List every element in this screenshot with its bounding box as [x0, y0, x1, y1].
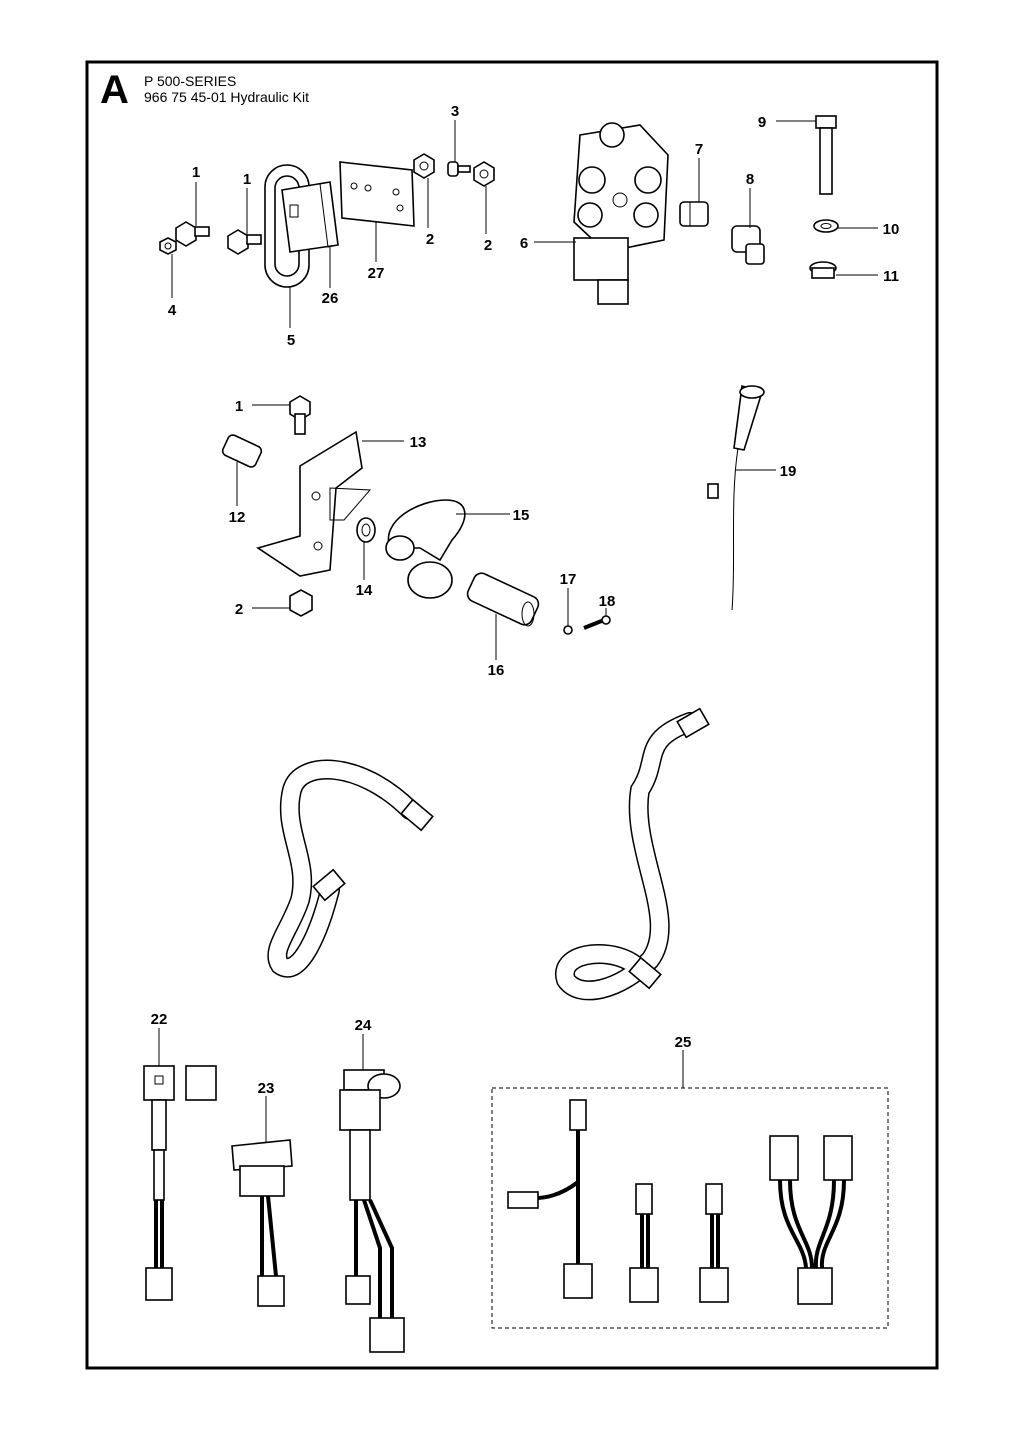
label-25: 25	[675, 1034, 692, 1051]
part-9-bolt[interactable]	[815, 115, 837, 195]
label-16: 16	[488, 662, 505, 679]
part-7-nipple[interactable]	[679, 201, 709, 227]
label-15: 15	[513, 507, 530, 524]
label-24: 24	[355, 1017, 372, 1034]
part-8-elbow[interactable]	[731, 225, 765, 265]
label-18: 18	[599, 593, 616, 610]
label-22: 22	[151, 1011, 168, 1028]
part-22-cable[interactable]	[143, 1065, 217, 1301]
part-12-nipple[interactable]	[221, 433, 263, 468]
part-26-bracket[interactable]	[281, 181, 339, 253]
part-25-cable-harness[interactable]	[491, 1087, 889, 1329]
part-number-labels: 1 1 4 5 26 27 2 3 2 6 7 8 9 10 11 1 13 1…	[151, 103, 900, 1097]
label-19: 19	[780, 463, 797, 480]
label-5: 5	[287, 332, 295, 349]
hydraulic-hose-left[interactable]	[267, 759, 434, 978]
part-6-valve[interactable]	[573, 122, 669, 305]
part-3-screw[interactable]	[447, 161, 471, 177]
part-14-washer[interactable]	[356, 517, 376, 543]
label-13: 13	[410, 434, 427, 451]
part-2-nut-top-right[interactable]	[473, 161, 495, 187]
label-4: 4	[168, 302, 177, 319]
part-19-lever[interactable]	[707, 384, 765, 611]
label-1: 1	[235, 398, 243, 415]
part-15-dust-cap[interactable]	[385, 499, 466, 599]
section-letter: A	[100, 68, 129, 112]
part-2-nut-middle[interactable]	[289, 589, 313, 617]
part-24-socket[interactable]	[339, 1069, 405, 1353]
part-1-bolt-middle[interactable]	[289, 395, 311, 435]
part-1-bolt-second[interactable]	[227, 229, 262, 255]
part-4-nut[interactable]	[159, 237, 177, 255]
part-10-washer[interactable]	[813, 219, 839, 233]
label-17: 17	[560, 571, 577, 588]
part-18-screw[interactable]	[583, 615, 611, 630]
label-11: 11	[883, 268, 899, 285]
label-2: 2	[484, 237, 492, 254]
label-7: 7	[695, 141, 703, 158]
part-17-nut[interactable]	[563, 625, 573, 635]
label-2: 2	[426, 231, 434, 248]
part-23-switch[interactable]	[231, 1139, 293, 1307]
label-2: 2	[235, 601, 243, 618]
label-6: 6	[520, 235, 528, 252]
part-27-plate[interactable]	[339, 161, 415, 227]
label-23: 23	[258, 1080, 275, 1097]
hydraulic-hose-right[interactable]	[555, 707, 710, 1001]
diagram-frame	[85, 60, 939, 1370]
kit-title: 966 75 45-01 Hydraulic Kit	[144, 89, 309, 105]
part-11-nut[interactable]	[809, 261, 837, 279]
label-12: 12	[229, 509, 246, 526]
label-14: 14	[356, 582, 373, 599]
label-9: 9	[758, 114, 766, 131]
part-13-bracket[interactable]	[256, 430, 372, 577]
label-10: 10	[883, 221, 900, 238]
label-27: 27	[368, 265, 385, 282]
part-2-nut-top-left[interactable]	[413, 153, 435, 179]
label-1: 1	[192, 164, 200, 181]
label-26: 26	[322, 290, 339, 307]
leader-lines	[158, 120, 878, 1142]
label-8: 8	[746, 171, 754, 188]
series-title: P 500-SERIES	[144, 73, 237, 89]
label-3: 3	[451, 103, 459, 120]
label-1: 1	[243, 171, 251, 188]
part-1-bolt-left[interactable]	[175, 221, 210, 247]
part-16-quick-coupling[interactable]	[465, 571, 541, 628]
